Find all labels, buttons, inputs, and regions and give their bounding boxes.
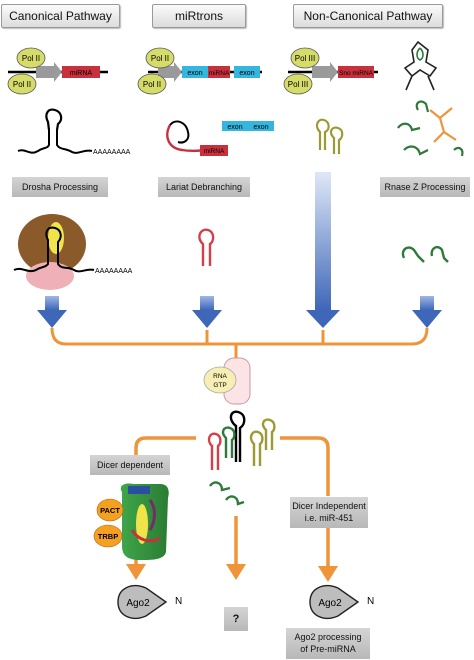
mirtron-exon-1: exon — [187, 70, 202, 77]
pact-label: PACT — [100, 506, 120, 515]
orange-arrowhead-middle — [226, 564, 246, 580]
ago2-left-n: N — [175, 596, 182, 607]
mirtron-exon-2: exon — [239, 70, 254, 77]
trna-cleavage — [397, 100, 464, 157]
rnase-z-processing-label: Rnase Z Processing — [380, 177, 470, 197]
polya-tail-1: AAAAAAAA — [93, 149, 131, 156]
canonical-mirna-label: miRNA — [70, 70, 92, 77]
ago2-left: Ago2 N — [117, 584, 182, 620]
sno-pol3-top: Pol III — [295, 54, 315, 63]
microprocessor-complex: AAAAAAAA — [13, 214, 133, 290]
sno-gene: Sno miRNA Pol III Pol III — [283, 47, 378, 95]
trna-fragments — [401, 245, 449, 263]
header-canonical: Canonical Pathway — [1, 4, 120, 28]
trna-icon — [403, 40, 438, 91]
blue-arrow-mirtron — [192, 296, 222, 328]
orange-arrowhead-right — [318, 566, 338, 582]
unknown-outcome-box: ? — [224, 607, 248, 631]
trbp-label: TRBP — [98, 532, 118, 541]
canonical-pol2-bottom: Pol II — [13, 80, 31, 89]
blue-arrow-trna — [412, 296, 442, 328]
mirtron-pol2-top: Pol II — [151, 54, 169, 63]
blue-arrow-canonical — [37, 296, 67, 328]
lariat-exon-2: exon — [253, 124, 268, 131]
mirtron-lariat: miRNA exon exon — [166, 120, 274, 156]
dicer-complex: PACT TRBP — [93, 483, 169, 560]
dicer-independent-box: Dicer Independent i.e. miR-451 — [290, 497, 368, 528]
ago2-processing-line2: of Pre-miRNA — [300, 644, 356, 654]
mirtron-mirna-label: miRNA — [209, 70, 230, 77]
sno-pol3-bottom: Pol III — [288, 80, 308, 89]
exportin-rna-label: RNA — [213, 373, 227, 380]
lariat-mirna-label: miRNA — [204, 148, 225, 155]
sno-hairpins — [315, 118, 344, 154]
orange-collector — [50, 327, 429, 360]
drosha-processing-label: Drosha Processing — [12, 177, 108, 197]
mirtron-pol2-bottom: Pol II — [143, 80, 161, 89]
pre-mirna-pool — [207, 410, 276, 506]
dicer-independent-line1: Dicer Independent — [292, 501, 366, 511]
dicer-dependent-label: Dicer dependent — [90, 455, 170, 475]
ago2-right-n: N — [367, 596, 374, 607]
canonical-pol2-top: Pol II — [22, 54, 40, 63]
mirtron-gene: exon miRNA exon Pol II Pol II — [137, 47, 262, 95]
exportin-gtp-label: GTP — [213, 382, 226, 389]
polya-tail-2: AAAAAAAA — [95, 268, 133, 275]
ago2-processing-line1: Ago2 processing — [294, 632, 362, 642]
lariat-exon-1: exon — [227, 124, 242, 131]
canonical-gene: miRNA Pol II Pol II — [7, 47, 108, 95]
lariat-debranching-label: Lariat Debranching — [158, 177, 250, 197]
ago2-right-label: Ago2 — [318, 598, 342, 609]
sno-mirna-label: Sno miRNA — [339, 70, 374, 77]
ago2-processing-box: Ago2 processing of Pre-miRNA — [286, 628, 370, 659]
header-mirtrons: miRtrons — [152, 4, 246, 28]
header-noncanonical: Non-Canonical Pathway — [293, 4, 443, 28]
ago2-left-label: Ago2 — [126, 598, 150, 609]
ago2-right: Ago2 N — [309, 584, 374, 620]
pri-mirna-hairpin: AAAAAAAA — [17, 108, 131, 156]
dicer-independent-line2: i.e. miR-451 — [304, 513, 354, 523]
exportin-5: RNA GTP — [203, 357, 251, 405]
orange-arrowhead-left — [126, 564, 146, 580]
pre-mirna-red-1 — [198, 228, 215, 266]
blue-arrow-noncanonical-long — [306, 172, 340, 328]
